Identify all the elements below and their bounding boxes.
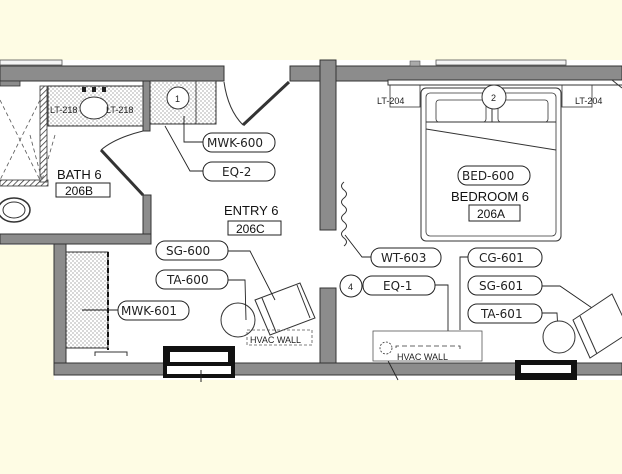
svg-text:WT-603: WT-603: [381, 251, 426, 265]
shower: [0, 99, 56, 181]
toilet: [0, 197, 31, 223]
room-entry-6: ENTRY 6 206C: [224, 203, 282, 236]
tag-sg-600: SG-600: [155, 240, 229, 261]
room-name: ENTRY 6: [224, 203, 278, 218]
light-tag-bed-left: LT-204: [377, 96, 404, 106]
entry-armchair: [254, 282, 316, 336]
bedroom-side-table: [542, 320, 576, 354]
room-name: BATH 6: [57, 167, 102, 182]
keynote-2: 2: [491, 93, 496, 103]
bed: 2 LT-204 LT-204: [377, 79, 622, 242]
entry-side-table: [220, 302, 256, 338]
svg-text:SG-601: SG-601: [479, 279, 523, 293]
keynote-1: 1: [175, 94, 180, 104]
tag-cg-601: CG-601: [467, 247, 543, 268]
window-bedroom-bottom: [515, 360, 577, 380]
room-number: 206A: [477, 207, 505, 221]
window-entry-bottom: [163, 346, 235, 382]
svg-text:TA-600: TA-600: [166, 273, 209, 287]
bath-vanity: LT-218 LT-218: [47, 85, 144, 127]
room-name: BEDROOM 6: [451, 189, 529, 204]
svg-text:MWK-600: MWK-600: [207, 136, 263, 150]
leaders-bedroom: [344, 234, 596, 381]
window-top: [0, 59, 567, 67]
tag-eq-1: EQ-1: [362, 275, 436, 296]
svg-text:HVAC WALL: HVAC WALL: [397, 352, 448, 362]
tag-ta-601: TA-601: [467, 303, 543, 324]
leaders-entry-2: [228, 250, 276, 321]
room-number: 206C: [236, 222, 265, 236]
mwk-600-counter: 1: [149, 80, 217, 125]
light-tag-bed-right: LT-204: [575, 96, 602, 106]
leaders-entry: [164, 116, 203, 172]
room-bath-6: BATH 6 206B: [55, 167, 111, 198]
tag-eq-2: EQ-2: [202, 161, 276, 182]
svg-text:EQ-2: EQ-2: [222, 165, 251, 179]
tag-wt-603: WT-603: [370, 247, 442, 268]
mwk-601-counter: [65, 251, 128, 356]
bedroom-armchair: [572, 293, 622, 359]
svg-text:EQ-1: EQ-1: [383, 279, 412, 293]
keynote-4: 4: [339, 274, 363, 298]
svg-text:TA-601: TA-601: [480, 307, 523, 321]
tag-bed-600: BED-600: [462, 169, 514, 183]
doors: [99, 80, 291, 197]
room-bedroom-6: BED-600 BEDROOM 6 206A: [451, 165, 531, 222]
svg-text:4: 4: [348, 282, 353, 292]
tag-ta-600: TA-600: [155, 269, 229, 290]
hvac-wall-entry: HVAC WALL: [246, 329, 313, 346]
door-bedroom-right: [611, 79, 622, 89]
svg-text:HVAC WALL: HVAC WALL: [250, 335, 301, 345]
room-number: 206B: [65, 184, 93, 198]
hvac-wall-bedroom: HVAC WALL: [372, 330, 483, 362]
light-tag-bath-right: LT-218: [106, 105, 133, 115]
curtain: [341, 181, 347, 247]
svg-text:SG-600: SG-600: [166, 244, 210, 258]
tag-mwk-601: MWK-601: [117, 300, 190, 321]
tag-mwk-600: MWK-600: [202, 132, 276, 153]
tag-sg-601: SG-601: [467, 275, 543, 296]
light-tag-bath-left: LT-218: [50, 105, 77, 115]
svg-text:MWK-601: MWK-601: [121, 304, 177, 318]
svg-text:CG-601: CG-601: [479, 251, 524, 265]
